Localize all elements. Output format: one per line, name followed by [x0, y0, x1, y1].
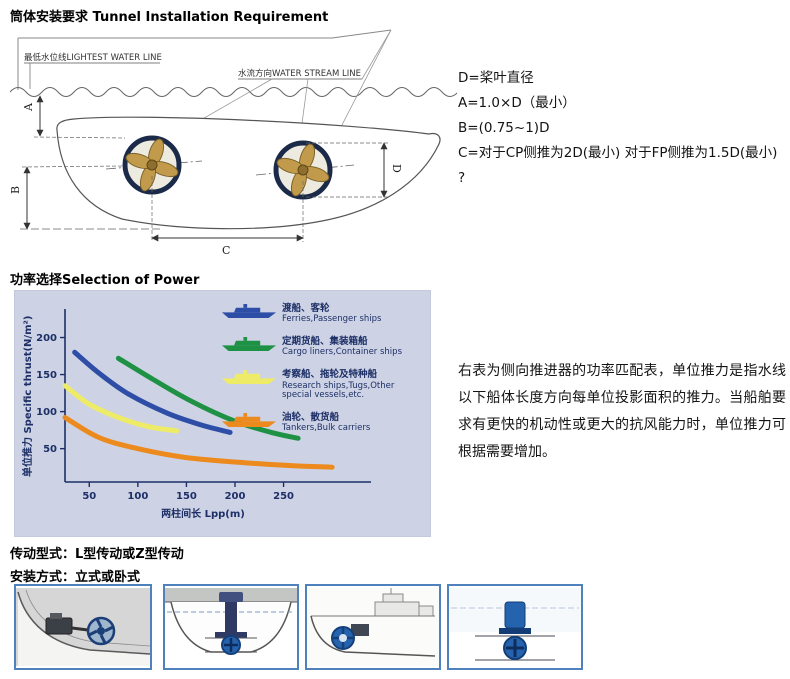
- x-tick-label: 50: [82, 491, 96, 502]
- power-description-paragraph: 右表为侧向推进器的功率匹配表，单位推力是指水线以下船体长度方向每单位投影面积的推…: [458, 363, 786, 460]
- x-tick-label: 150: [176, 491, 197, 502]
- y-tick-label: 100: [36, 407, 57, 418]
- dimension-notes: D=桨叶直径 A=1.0×D（最小） B=(0.75~1)D C=对于CP侧推为…: [458, 66, 784, 191]
- note-line-b: B=(0.75~1)D: [458, 120, 550, 136]
- y-axis-label: 单位推力 Specific thrust(N/m²): [21, 316, 34, 477]
- install-thumbnail-horizontal-engine: [14, 584, 152, 670]
- note-line-c: C=对于CP侧推为2D(最小) 对于FP侧推为1.5D(最小): [458, 145, 778, 161]
- y-tick-label: 200: [36, 333, 57, 344]
- note-line-extra: ?: [458, 170, 466, 186]
- tunnel-installation-drawing: 最低水位线LIGHTEST WATER LINE 水流方向WATER STREA…: [9, 26, 459, 258]
- dim-label-a: A: [22, 102, 35, 112]
- series-curve: [62, 415, 335, 470]
- ship-icon: [221, 370, 277, 385]
- series-curve: [72, 349, 233, 435]
- hull-section-diagram: 最低水位线LIGHTEST WATER LINE 水流方向WATER STREA…: [9, 29, 459, 257]
- note-line-a: A=1.0×D（最小）: [458, 95, 576, 111]
- section-title-drive-type: 传动型式：L型传动或Z型传动: [10, 547, 184, 562]
- dim-label-d: D: [390, 164, 403, 173]
- install-thumbnail-vertical-unit: [447, 584, 583, 670]
- dim-label-c: C: [222, 244, 230, 257]
- x-axis-label: 两柱间长 Lpp(m): [161, 507, 245, 520]
- legend-label-zh: 考察船、拖轮及特种船: [282, 369, 378, 381]
- series-curve: [115, 355, 301, 441]
- stream-line-label: 水流方向WATER STREAM LINE: [238, 68, 361, 79]
- section-title-power-selection: 功率选择Selection of Power: [10, 273, 200, 288]
- legend-label-zh: 定期货船、集装箱船: [282, 336, 368, 348]
- l-drive-install-image: [307, 588, 439, 666]
- ship-icon: [221, 337, 277, 352]
- dim-label-b: B: [10, 186, 22, 194]
- horizontal-install-image: [16, 588, 150, 666]
- x-tick-label: 250: [273, 491, 294, 502]
- legend-label-en: Ferries,Passenger ships: [282, 314, 382, 325]
- hull-outline: [56, 116, 441, 230]
- section-title-tunnel-installation: 筒体安装要求 Tunnel Installation Requirement: [10, 10, 329, 25]
- section-title-mounting-type: 安装方式：立式或卧式: [10, 570, 141, 585]
- legend-label-en: Research ships,Tugs,Other special vessel…: [282, 380, 395, 401]
- specific-thrust-chart: 两柱间长 Lpp(m) 单位推力 Specific thrust(N/m²) 5…: [15, 291, 430, 536]
- install-thumbnail-l-drive-ship: [305, 584, 441, 670]
- legend-label-zh: 油轮、散货船: [282, 412, 340, 424]
- note-line-d: D=桨叶直径: [458, 70, 534, 86]
- x-tick-label: 100: [127, 491, 148, 502]
- y-tick-label: 150: [36, 370, 57, 381]
- legend-label-zh: 渡船、客轮: [282, 303, 330, 314]
- ship-icon: [221, 413, 277, 428]
- y-tick-label: 50: [43, 444, 57, 455]
- legend-label-en: Cargo liners,Container ships: [282, 347, 402, 358]
- power-selection-chart: 两柱间长 Lpp(m) 单位推力 Specific thrust(N/m²) 5…: [14, 290, 431, 537]
- install-thumbnail-vertical-section: [163, 584, 299, 670]
- vertical-install-image: [165, 588, 297, 666]
- x-tick-label: 200: [225, 491, 246, 502]
- water-line: [9, 87, 459, 97]
- vertical-thruster-unit-image: [449, 588, 581, 666]
- ship-icon: [221, 304, 277, 319]
- waterline-label: 最低水位线LIGHTEST WATER LINE: [24, 52, 162, 63]
- legend-label-en: Tankers,Bulk carriers: [282, 423, 371, 434]
- series-curve: [62, 383, 180, 434]
